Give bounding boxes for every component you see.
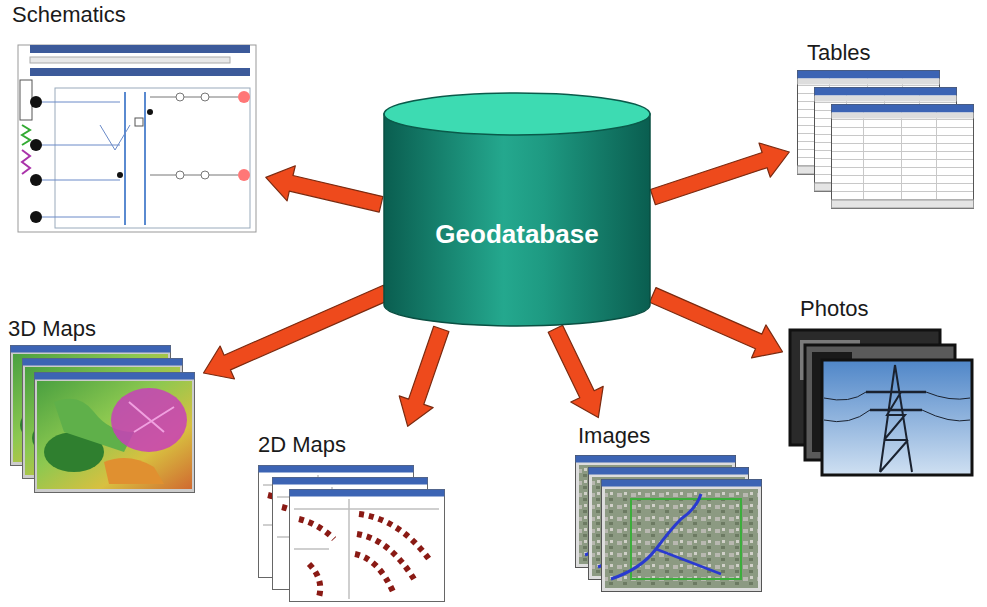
illustration-part [30,174,42,186]
illustration-part [30,139,42,151]
illustration-part [238,91,250,103]
group-heading: Tables [807,41,871,65]
illustration-part [30,45,250,53]
illustration-part [30,96,42,108]
schematic-screenshot [18,45,256,232]
cylinder-body [384,114,650,326]
photo-stack [790,330,972,475]
block-arrow [204,285,390,379]
illustration-part [42,180,120,181]
illustration-part [20,80,32,120]
illustration-part [176,171,184,179]
illustration-part [22,125,30,145]
schematics-panel: Schematics [10,2,260,234]
maps3d-panel: 3D Maps [6,316,198,496]
database-cylinder: Geodatabase [383,92,651,327]
table-windows [798,71,974,209]
map3d-window [35,373,195,493]
image-windows [576,456,762,592]
table-window [832,105,974,209]
group-heading: Photos [800,297,869,321]
tables-panel: Tables [795,40,977,212]
illustration-part [30,57,230,63]
illustration-part [42,217,120,218]
image-window [602,480,762,592]
group-heading: Schematics [12,3,126,27]
illustration-part [201,93,209,101]
cylinder-outline [383,92,651,327]
illustration-part [42,102,120,103]
illustration-part [176,93,184,101]
illustration-part [824,392,970,422]
map2d-window [290,490,445,602]
illustration-part [124,92,126,225]
illustration-part [117,172,123,178]
database-label: Geodatabase [435,220,598,249]
illustration-part [201,171,209,179]
block-arrow [266,166,383,212]
illustration-part [866,392,926,410]
illustration-part [135,118,143,126]
group-heading: 2D Maps [258,433,346,457]
illustration-part [42,145,120,146]
block-arrow [399,326,449,426]
illustration-part [18,45,256,232]
block-arrow [650,143,789,205]
illustration-part [22,150,30,174]
illustration-part [150,97,238,98]
group-heading: Images [578,424,650,448]
group-heading: 3D Maps [8,317,96,341]
map3d-windows [11,346,195,493]
images-panel: Images [574,423,766,595]
illustration-part [822,360,972,475]
illustration-part [880,365,912,472]
block-arrow [548,325,603,417]
block-arrow [650,288,783,358]
illustration-part [147,109,153,115]
illustration-part [30,211,42,223]
illustration-part [150,175,238,176]
illustration-part [30,68,250,76]
cylinder-top [384,93,650,135]
illustration-part [100,125,130,150]
illustration-part [238,169,250,181]
map2d-windows [259,466,445,602]
photos-panel: Photos [788,296,976,478]
illustration-part [55,88,250,228]
maps2d-panel: 2D Maps [256,432,448,604]
illustration-part [144,92,146,225]
